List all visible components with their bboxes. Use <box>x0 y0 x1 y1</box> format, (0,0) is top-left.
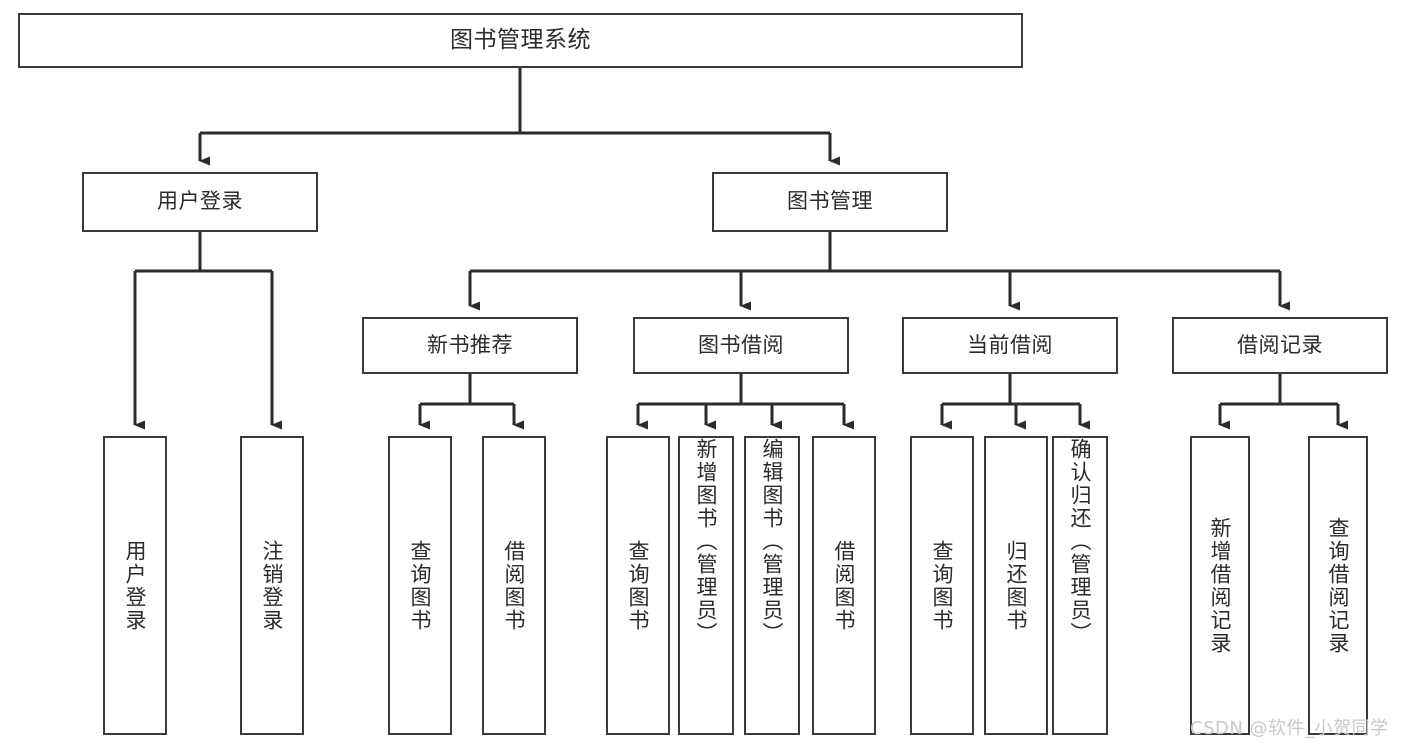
node-current-borrow-label: 当前借阅 <box>967 332 1053 357</box>
node-root-label: 图书管理系统 <box>450 26 591 53</box>
node-leaf-borrow-book-label: 借阅图书 <box>832 539 857 632</box>
node-user-login[interactable]: 用户登录 <box>82 172 318 232</box>
node-leaf-borrow-book-rec-label: 借阅图书 <box>502 539 527 632</box>
node-leaf-logout-label: 注销登录 <box>260 539 285 632</box>
node-leaf-query-borrow-record-label: 查询借阅记录 <box>1326 516 1351 655</box>
node-leaf-add-book-admin[interactable]: 新增图书（管理员） <box>678 436 734 735</box>
node-leaf-user-login[interactable]: 用户登录 <box>103 436 167 735</box>
node-new-book-recommend[interactable]: 新书推荐 <box>362 317 578 374</box>
node-leaf-query-book-borrow-label: 查询图书 <box>626 539 651 632</box>
node-user-login-label: 用户登录 <box>157 189 243 214</box>
node-leaf-confirm-return-admin-label: 确认归还（管理员） <box>1068 438 1093 645</box>
node-current-borrow[interactable]: 当前借阅 <box>902 317 1118 374</box>
node-leaf-confirm-return-admin[interactable]: 确认归还（管理员） <box>1052 436 1108 735</box>
node-leaf-query-book-current[interactable]: 查询图书 <box>910 436 974 735</box>
node-leaf-query-book-rec[interactable]: 查询图书 <box>388 436 452 735</box>
node-leaf-borrow-book[interactable]: 借阅图书 <box>812 436 876 735</box>
node-book-manage-label: 图书管理 <box>787 189 873 214</box>
node-leaf-query-borrow-record[interactable]: 查询借阅记录 <box>1308 436 1368 735</box>
node-leaf-query-book-current-label: 查询图书 <box>930 539 955 632</box>
node-book-manage[interactable]: 图书管理 <box>712 172 948 232</box>
node-leaf-edit-book-admin-label: 编辑图书（管理员） <box>760 438 785 645</box>
node-leaf-return-book-label: 归还图书 <box>1004 539 1029 632</box>
node-leaf-add-borrow-record[interactable]: 新增借阅记录 <box>1190 436 1250 735</box>
node-leaf-logout[interactable]: 注销登录 <box>240 436 304 735</box>
node-root[interactable]: 图书管理系统 <box>18 13 1023 68</box>
node-leaf-user-login-label: 用户登录 <box>123 539 148 632</box>
node-leaf-return-book[interactable]: 归还图书 <box>984 436 1048 735</box>
node-borrow-record[interactable]: 借阅记录 <box>1172 317 1388 374</box>
node-leaf-add-book-admin-label: 新增图书（管理员） <box>694 438 719 645</box>
node-book-borrow-label: 图书借阅 <box>698 332 784 357</box>
node-new-book-recommend-label: 新书推荐 <box>427 332 513 357</box>
node-leaf-add-borrow-record-label: 新增借阅记录 <box>1208 516 1233 655</box>
node-leaf-edit-book-admin[interactable]: 编辑图书（管理员） <box>744 436 800 735</box>
node-book-borrow[interactable]: 图书借阅 <box>633 317 849 374</box>
node-leaf-query-book-rec-label: 查询图书 <box>408 539 433 632</box>
node-borrow-record-label: 借阅记录 <box>1237 332 1323 357</box>
node-leaf-borrow-book-rec[interactable]: 借阅图书 <box>482 436 546 735</box>
node-leaf-query-book-borrow[interactable]: 查询图书 <box>606 436 670 735</box>
